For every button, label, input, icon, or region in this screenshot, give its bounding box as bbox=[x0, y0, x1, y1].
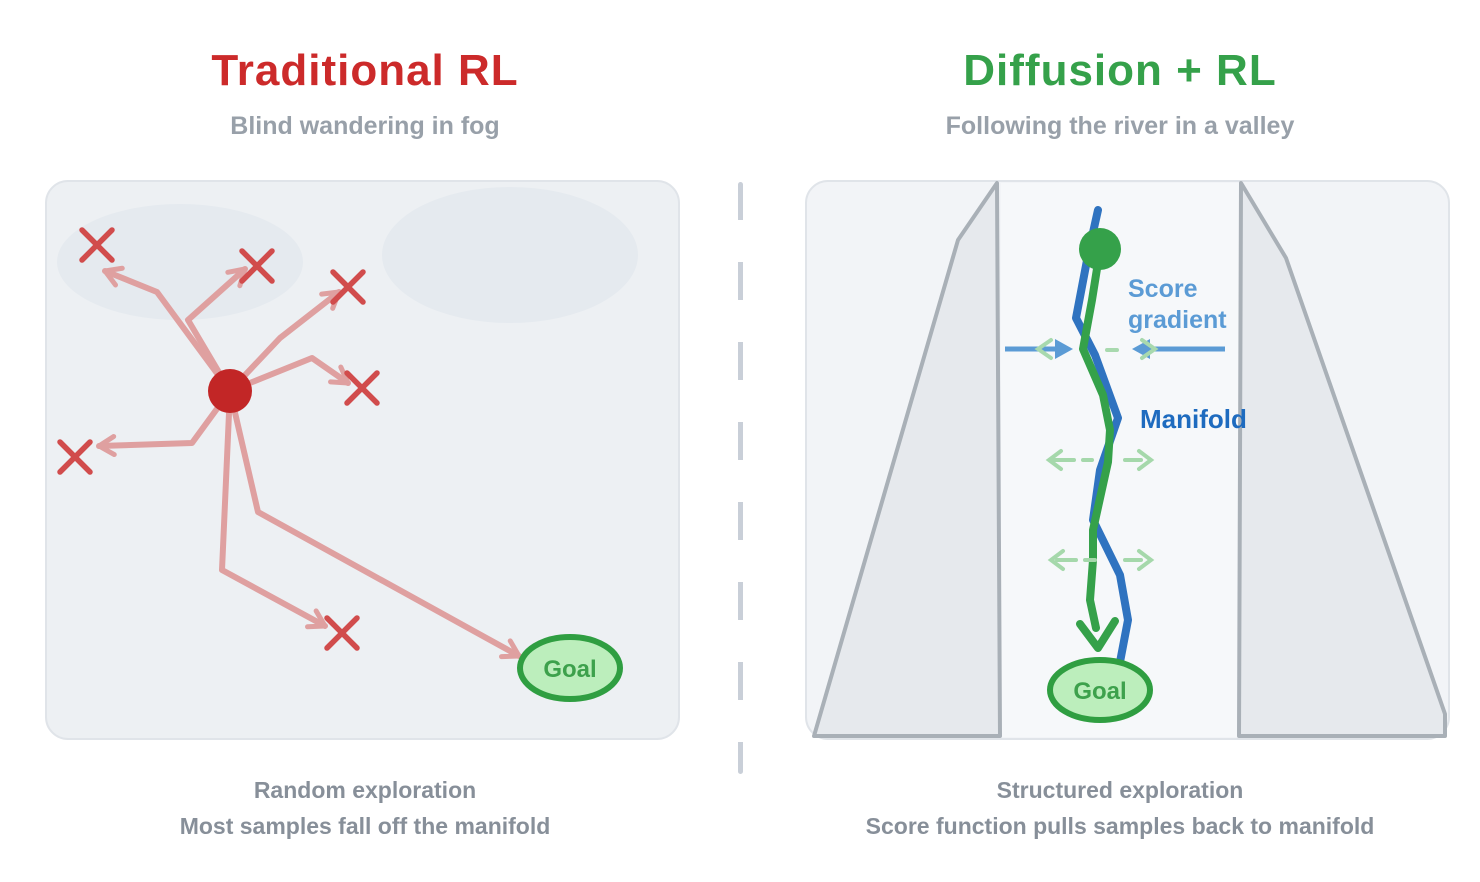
fog-blob-right bbox=[382, 187, 638, 323]
inward-arrow-head-icon bbox=[1055, 339, 1073, 359]
exploration-rays bbox=[96, 265, 522, 660]
x-mark bbox=[57, 439, 93, 475]
outward-chevron-icon bbox=[1045, 449, 1063, 471]
diffusion-rl-title: Diffusion + RL bbox=[963, 46, 1277, 95]
exploration-ray bbox=[227, 289, 342, 394]
exploration-ray bbox=[102, 265, 233, 394]
failed-sample-x-marks bbox=[57, 227, 380, 651]
outward-chevron-icon bbox=[1034, 338, 1053, 360]
outward-chevron-icon bbox=[1137, 549, 1155, 571]
x-mark bbox=[330, 269, 366, 305]
trajectory-line bbox=[1079, 246, 1114, 632]
valley-wall-left bbox=[812, 181, 1002, 738]
traditional-rl-subtitle: Blind wandering in fog bbox=[230, 112, 500, 140]
start-dot bbox=[1079, 228, 1121, 270]
x-mark bbox=[239, 248, 275, 284]
caption-line: Score function pulls samples back to man… bbox=[865, 813, 1375, 839]
diffusion-rl-subtitle: Following the river in a valley bbox=[945, 112, 1295, 140]
x-mark bbox=[79, 227, 115, 263]
dashed-divider bbox=[738, 182, 743, 774]
diffusion-rl-panel: Score gradient Mani bbox=[805, 180, 1450, 740]
traditional-rl-title: Traditional RL bbox=[211, 46, 519, 95]
score-gradient-label-line2: gradient bbox=[1128, 306, 1227, 334]
caption-line: Structured exploration bbox=[996, 777, 1244, 803]
diffusion-rl-caption: Structured exploration Score function pu… bbox=[760, 772, 1480, 844]
goal-ellipse bbox=[517, 634, 623, 702]
traditional-rl-caption: Random exploration Most samples fall off… bbox=[20, 772, 710, 844]
outward-chevron-icon bbox=[1137, 449, 1155, 471]
exploration-ray bbox=[185, 266, 248, 394]
fog-blob-left bbox=[57, 204, 303, 320]
traditional-rl-panel: Goal bbox=[45, 180, 680, 740]
outward-chevron-icon bbox=[1047, 549, 1065, 571]
goal-ellipse bbox=[1047, 657, 1153, 723]
x-mark bbox=[324, 615, 360, 651]
exploration-ray bbox=[227, 355, 351, 394]
trajectory-arrowhead-icon bbox=[1076, 617, 1119, 652]
manifold-label: Manifold bbox=[1140, 404, 1247, 434]
outward-dashed-arrows-row1 bbox=[1045, 449, 1155, 471]
outward-chevron-icon bbox=[1140, 338, 1159, 360]
score-gradient-label-line1: Score bbox=[1128, 275, 1198, 303]
goal-label: Goal bbox=[543, 656, 596, 683]
agent-dot bbox=[208, 369, 252, 413]
outward-dashed-arrows-row2 bbox=[1047, 549, 1155, 571]
exploration-ray-to-goal bbox=[227, 388, 522, 660]
exploration-ray bbox=[219, 388, 328, 630]
valley-wall-right bbox=[1237, 181, 1447, 738]
goal-label: Goal bbox=[1073, 678, 1126, 705]
caption-line: Most samples fall off the manifold bbox=[179, 813, 551, 839]
caption-line: Random exploration bbox=[253, 777, 477, 803]
x-mark bbox=[344, 370, 380, 406]
score-gradient-arrows bbox=[1005, 338, 1225, 360]
